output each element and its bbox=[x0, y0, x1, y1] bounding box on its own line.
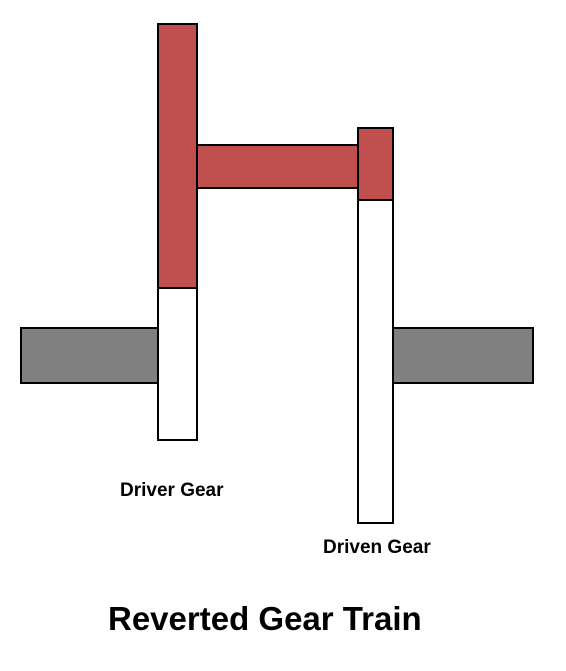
driver-gear-label: Driver Gear bbox=[120, 480, 224, 501]
compound-gear-left-section bbox=[157, 23, 198, 289]
diagram-title: Reverted Gear Train bbox=[108, 600, 422, 637]
driven-gear bbox=[357, 199, 394, 524]
left-shaft bbox=[20, 327, 159, 384]
driven-gear-label: Driven Gear bbox=[323, 537, 431, 558]
compound-gear-connecting-shaft bbox=[196, 144, 359, 189]
driver-gear bbox=[157, 287, 198, 441]
compound-gear-right-section bbox=[357, 127, 394, 201]
right-shaft bbox=[391, 327, 534, 384]
